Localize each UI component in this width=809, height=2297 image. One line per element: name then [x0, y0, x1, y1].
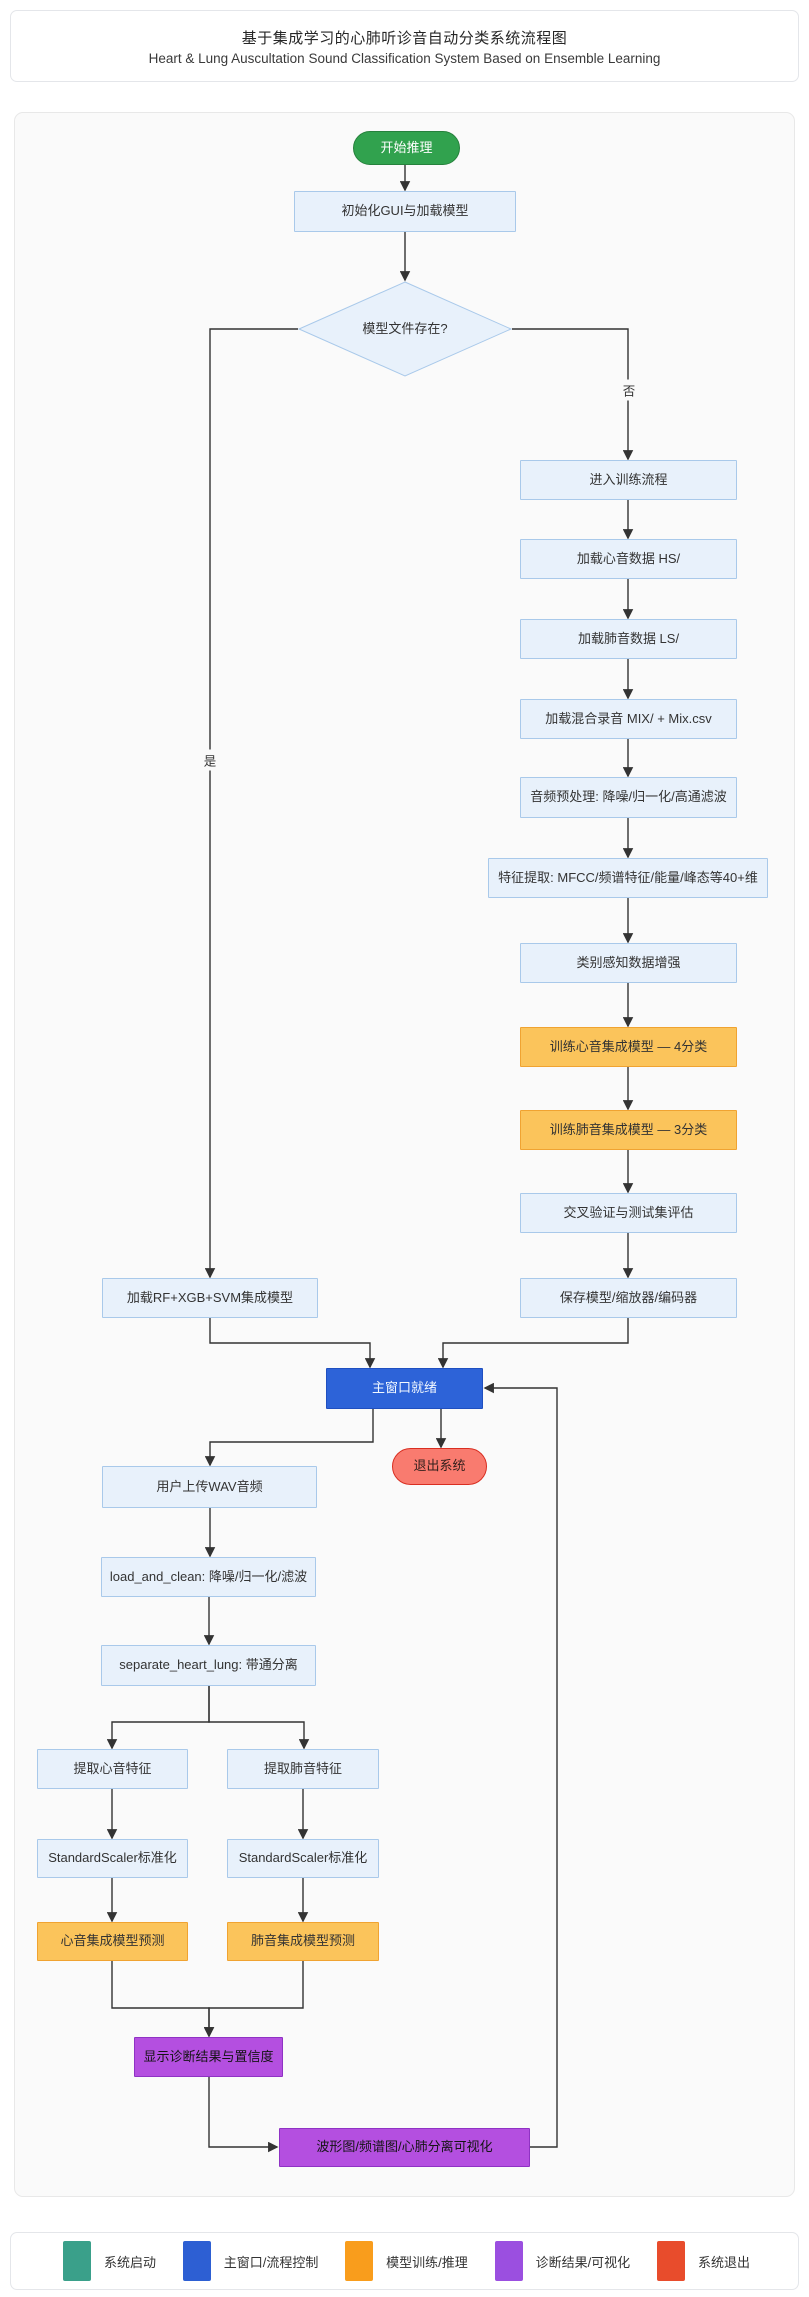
- edge-pred_h-result: [111, 1961, 215, 2038]
- node-label: 音频预处理: 降噪/归一化/高通滤波: [530, 789, 727, 805]
- node-train_enter: 进入训练流程: [520, 460, 737, 500]
- node-cv: 交叉验证与测试集评估: [520, 1193, 737, 1233]
- legend-item-0: 系统启动: [63, 2241, 156, 2281]
- node-label: 训练心音集成模型 — 4分类: [549, 1038, 708, 1054]
- node-exit: 退出系统: [392, 1448, 487, 1485]
- node-feat_l: 提取肺音特征: [227, 1749, 379, 1789]
- legend-item-1: 主窗口/流程控制: [182, 2241, 319, 2281]
- legend-swatch: [63, 2241, 91, 2281]
- edge-separate-feat_h: [106, 1686, 210, 1750]
- legend-label: 诊断结果/可视化: [535, 2254, 631, 2270]
- node-label: 主窗口就绪: [371, 1380, 437, 1396]
- node-train_hs: 训练心音集成模型 — 4分类: [520, 1027, 737, 1067]
- title-card: 基于集成学习的心肺听诊音自动分类系统流程图 Heart & Lung Auscu…: [10, 10, 799, 82]
- node-result: 显示诊断结果与置信度: [134, 2037, 283, 2077]
- edge-load_model-main_ready: [209, 1318, 376, 1369]
- node-label: 显示诊断结果与置信度: [143, 2048, 274, 2064]
- node-label: 特征提取: MFCC/频谱特征/能量/峰态等40+维: [498, 869, 758, 885]
- node-train_ls: 训练肺音集成模型 — 3分类: [520, 1110, 737, 1150]
- legend-label: 主窗口/流程控制: [223, 2254, 319, 2270]
- node-load_model: 加载RF+XGB+SVM集成模型: [102, 1278, 318, 1318]
- node-label: 训练肺音集成模型 — 3分类: [549, 1121, 708, 1137]
- page-title: 基于集成学习的心肺听诊音自动分类系统流程图: [241, 29, 568, 47]
- node-save: 保存模型/缩放器/编码器: [520, 1278, 737, 1318]
- edge-visual-main_ready: [483, 1382, 558, 2148]
- legend-item-4: 系统退出: [656, 2241, 750, 2281]
- edge-label-是: 是: [200, 749, 220, 771]
- edge-main_ready-upload: [204, 1409, 374, 1467]
- node-clean: load_and_clean: 降噪/归一化/滤波: [101, 1557, 316, 1597]
- page-subtitle: Heart & Lung Auscultation Sound Classifi…: [148, 50, 661, 66]
- node-label: 肺音集成模型预测: [250, 1933, 355, 1949]
- node-label: 保存模型/缩放器/编码器: [559, 1289, 698, 1305]
- node-label: 加载混合录音 MIX/ + Mix.csv: [545, 710, 712, 726]
- node-label: 交叉验证与测试集评估: [563, 1204, 694, 1220]
- node-label: 波形图/频谱图/心肺分离可视化: [316, 2139, 493, 2155]
- node-load_mix: 加载混合录音 MIX/ + Mix.csv: [520, 699, 737, 739]
- node-pred_h: 心音集成模型预测: [37, 1922, 188, 1961]
- node-upload: 用户上传WAV音频: [102, 1466, 317, 1508]
- node-label: 模型文件存在?: [362, 320, 448, 336]
- node-label: 开始推理: [380, 139, 433, 155]
- node-label: 退出系统: [413, 1458, 466, 1474]
- legend-item-2: 模型训练/推理: [345, 2241, 468, 2281]
- node-label: StandardScaler标准化: [48, 1850, 177, 1866]
- legend-swatch: [182, 2241, 211, 2281]
- edge-check-train_enter: [512, 328, 634, 461]
- node-visual: 波形图/频谱图/心肺分离可视化: [279, 2128, 530, 2167]
- legend-label: 系统启动: [104, 2254, 157, 2270]
- node-scale_l: StandardScaler标准化: [227, 1839, 379, 1878]
- node-label: separate_heart_lung: 带通分离: [119, 1657, 298, 1673]
- node-label: 心音集成模型预测: [60, 1933, 165, 1949]
- node-label: 类别感知数据增强: [576, 954, 681, 970]
- edge-check-load_model: [204, 328, 298, 1279]
- node-label: StandardScaler标准化: [238, 1850, 368, 1866]
- node-pred_l: 肺音集成模型预测: [227, 1922, 379, 1961]
- node-label: 初始化GUI与加载模型: [341, 203, 469, 219]
- edge-save-main_ready: [437, 1318, 629, 1369]
- node-start: 开始推理: [353, 131, 460, 165]
- node-label: 提取肺音特征: [263, 1760, 342, 1776]
- node-scale_h: StandardScaler标准化: [37, 1839, 188, 1878]
- node-label: load_and_clean: 降噪/归一化/滤波: [109, 1568, 308, 1584]
- node-features: 特征提取: MFCC/频谱特征/能量/峰态等40+维: [488, 858, 768, 898]
- legend-swatch: [345, 2241, 374, 2281]
- node-label: 用户上传WAV音频: [156, 1478, 263, 1494]
- node-label: 加载RF+XGB+SVM集成模型: [126, 1289, 294, 1305]
- node-separate: separate_heart_lung: 带通分离: [101, 1645, 316, 1686]
- node-load_hs: 加载心音数据 HS/: [520, 539, 737, 579]
- node-label: 提取心音特征: [73, 1760, 152, 1776]
- node-load_ls: 加载肺音数据 LS/: [520, 619, 737, 659]
- node-main_ready: 主窗口就绪: [326, 1368, 483, 1409]
- legend-label: 系统退出: [697, 2254, 750, 2270]
- node-augment: 类别感知数据增强: [520, 943, 737, 983]
- node-preprocess: 音频预处理: 降噪/归一化/高通滤波: [520, 777, 737, 818]
- edge-label-否: 否: [619, 379, 639, 401]
- node-init: 初始化GUI与加载模型: [294, 191, 516, 232]
- node-feat_h: 提取心音特征: [37, 1749, 188, 1789]
- legend: 系统启动 主窗口/流程控制 模型训练/推理 诊断结果/可视化 系统退出: [10, 2232, 799, 2290]
- legend-item-3: 诊断结果/可视化: [494, 2241, 631, 2281]
- node-label: 加载肺音数据 LS/: [577, 630, 680, 646]
- node-label: 进入训练流程: [589, 471, 668, 487]
- legend-swatch: [494, 2241, 523, 2281]
- edge-pred_l-result: [203, 1961, 304, 2038]
- node-label: 加载心音数据 HS/: [576, 550, 681, 566]
- edge-result-visual: [208, 2077, 279, 2153]
- legend-label: 模型训练/推理: [386, 2254, 468, 2270]
- legend-swatch: [656, 2241, 685, 2281]
- node-check: 模型文件存在?: [298, 281, 512, 377]
- edge-separate-feat_l: [208, 1686, 310, 1750]
